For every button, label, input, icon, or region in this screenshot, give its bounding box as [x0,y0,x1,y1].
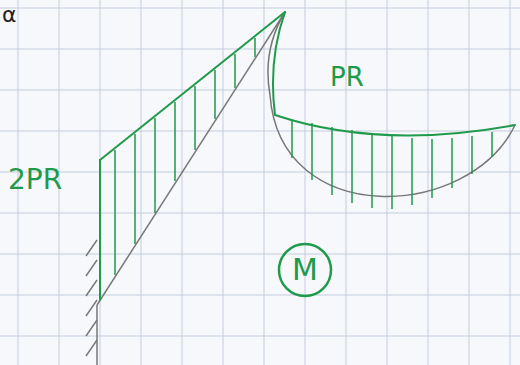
moment-value: PR [330,64,364,90]
symbol-letter: M [277,255,333,285]
symbol-circle: M [277,242,333,298]
moment-curve [100,12,515,300]
structure-frame [86,12,515,365]
angle-symbol: α [2,4,17,26]
moment-hatching [115,38,492,275]
moment-value: 2PR [8,166,62,194]
